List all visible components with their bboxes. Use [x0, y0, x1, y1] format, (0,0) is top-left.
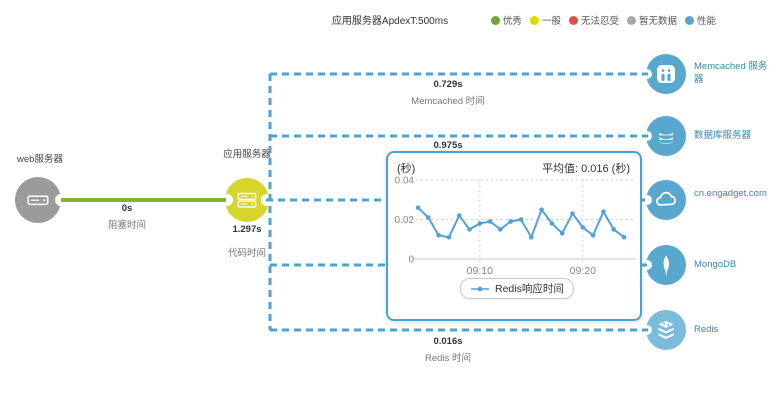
- database-icon: [658, 127, 674, 144]
- edge-memcached-metric: Memcached 时间: [411, 96, 485, 107]
- chart-legend-label: Redis响应时间: [495, 283, 564, 295]
- chart-legend-button[interactable]: Redis响应时间: [460, 278, 574, 299]
- excellent-dot-icon: [490, 15, 500, 25]
- legend-item-nodata: 暂无数据: [626, 13, 677, 27]
- nodata-dot-icon: [626, 15, 636, 25]
- database-label: 数据库服务器: [694, 130, 752, 141]
- app-server-label: 应用服务器: [223, 149, 271, 160]
- redis-label: Redis: [694, 324, 719, 335]
- node-memcached[interactable]: [646, 54, 686, 94]
- legend-item-excellent: 优秀: [490, 13, 522, 27]
- intolerable-dot-icon: [568, 15, 578, 25]
- mongodb-leaf-icon: [663, 255, 669, 275]
- redis-stack-icon: [658, 320, 674, 339]
- chart-y-unit-label: (秒): [397, 163, 416, 175]
- page-title: 应用服务器ApdexT:500ms: [331, 16, 449, 27]
- svg-text:0.04: 0.04: [395, 176, 415, 187]
- svg-text:09:20: 09:20: [570, 265, 596, 277]
- server-icon: [27, 195, 49, 206]
- node-app-server[interactable]: [225, 178, 269, 222]
- edge-web-app-metric: 阻塞时间: [107, 220, 146, 231]
- app-server-value: 1.297s: [232, 224, 262, 235]
- legend-label: 暂无数据: [638, 16, 677, 27]
- app-server-metric: 代码时间: [227, 248, 266, 259]
- edge-database-value: 0.975s: [433, 140, 463, 151]
- legend-item-normal: 一般: [529, 13, 561, 27]
- memcached-label: Memcached 服务器: [694, 61, 768, 85]
- line-series-marker-icon: [471, 286, 489, 291]
- node-redis[interactable]: [646, 310, 686, 350]
- svg-text:09:10: 09:10: [467, 265, 493, 277]
- svg-text:0: 0: [408, 255, 414, 266]
- cloud-icon: [655, 191, 676, 206]
- legend-label: 性能: [696, 16, 716, 27]
- node-mongodb[interactable]: [646, 245, 686, 285]
- redis-response-time-chart: 0.04 0.02 0 09:10 09:20: [395, 176, 636, 277]
- performance-dot-icon: [684, 15, 694, 25]
- legend-item-intolerable: 无法忍受: [568, 13, 619, 27]
- legend-label: 优秀: [502, 16, 522, 27]
- node-database-server[interactable]: [646, 116, 686, 156]
- mongodb-label: MongoDB: [694, 259, 737, 270]
- edge-memcached-value: 0.729s: [433, 79, 463, 90]
- legend-item-performance: 性能: [684, 13, 716, 27]
- normal-dot-icon: [529, 15, 539, 25]
- edge-redis-value: 0.016s: [433, 336, 463, 347]
- memcached-icon: [657, 65, 675, 83]
- legend-label: 一般: [541, 16, 561, 27]
- web-server-label: web服务器: [17, 154, 63, 165]
- chart-average-value: 平均值: 0.016 (秒): [541, 163, 630, 175]
- svg-text:0.02: 0.02: [395, 215, 415, 226]
- external-host-label: cn.engadget.com: [694, 188, 767, 199]
- node-web-server[interactable]: [15, 177, 61, 223]
- status-legend: 优秀 一般 无法忍受 暂无数据 性能: [490, 13, 716, 27]
- edge-redis-metric: Redis 时间: [425, 353, 471, 364]
- redis-chart-popup: (秒) 平均值: 0.016 (秒) 0.04 0.02 0 09:10 09:20 R…: [386, 151, 642, 321]
- legend-label: 无法忍受: [580, 16, 619, 27]
- edge-web-app-value: 0s: [121, 203, 133, 214]
- node-external-host[interactable]: [646, 180, 686, 220]
- server-stack-icon: [237, 192, 257, 208]
